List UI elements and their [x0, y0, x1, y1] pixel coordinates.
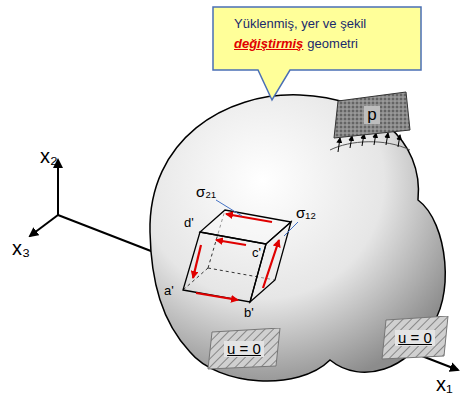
corner-label: a' [164, 284, 174, 297]
node-text-holder: u = 0 [380, 316, 450, 360]
axis-label: x₂ [40, 146, 58, 166]
callout-text: geometri [307, 36, 358, 51]
corner-label: b' [244, 306, 254, 319]
emphasis-text: değiştirmiş [234, 36, 303, 51]
shear-arrows [193, 214, 279, 300]
axis-label: x₃ [12, 238, 30, 258]
sigma21-leader [216, 200, 242, 216]
sigma12-leader [284, 222, 298, 236]
corner-label: c' [252, 246, 261, 259]
callout-text: Yüklenmiş, yer ve şekil [234, 14, 412, 34]
fixed-support-patch: u = 0 [206, 328, 282, 370]
x2-axis [57, 160, 59, 215]
stress-label: σ₁₂ [296, 205, 316, 220]
fixed-patch-shape [382, 316, 448, 359]
fixed-support-patch: u = 0 [380, 316, 450, 360]
load-patch: p [332, 90, 412, 140]
boundary-label: u = 0 [395, 330, 435, 347]
corner-label: d' [184, 216, 194, 229]
fixed-patch-shape [208, 328, 280, 369]
stress-cube [183, 210, 291, 302]
boundary-label: u = 0 [224, 341, 264, 358]
deformed-body [150, 95, 445, 381]
stress-label: σ₂₁ [196, 184, 216, 199]
axis-label: x₁ [436, 374, 453, 394]
node-text-holder: u = 0 [206, 328, 282, 370]
x3-axis [30, 215, 58, 236]
load-patch-shape [334, 92, 410, 138]
callout-shape [213, 7, 421, 100]
callout-bubble: Yüklenmiş, yer ve şekil değiştirmiş geomet… [212, 6, 422, 102]
pressure-label: p [364, 106, 379, 125]
node-text-holder: p [332, 90, 412, 140]
node-text-holder: Yüklenmiş, yer ve şekil değiştirmiş geomet… [212, 6, 422, 54]
